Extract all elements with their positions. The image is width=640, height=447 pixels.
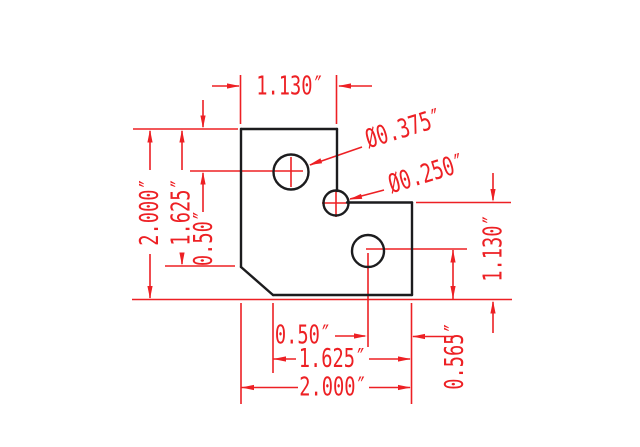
arrowhead-2 xyxy=(147,129,153,143)
hole-small-corner xyxy=(322,189,350,217)
dim-bottom-hole-offset-label: 0.50″ xyxy=(275,321,331,351)
arrowhead-12 xyxy=(450,249,456,263)
dim-overall-height-label: 2.000″ xyxy=(135,178,165,246)
arrowhead-16 xyxy=(273,356,286,362)
arrowhead-9 xyxy=(349,193,363,200)
arrowhead-6 xyxy=(200,115,206,129)
arrowhead-11 xyxy=(490,300,496,314)
arrowhead-13 xyxy=(450,286,456,299)
arrowhead-7 xyxy=(200,171,206,185)
dim-top-width-label: 1.130″ xyxy=(256,72,324,102)
arrowhead-18 xyxy=(241,384,254,391)
arrowhead-15 xyxy=(412,333,425,340)
dim-left-hole-offset-label: 0.50″ xyxy=(189,210,219,266)
part-holes xyxy=(272,153,386,269)
arrowhead-8 xyxy=(309,158,323,165)
dimension-arrowheads xyxy=(147,83,496,391)
arrowhead-5 xyxy=(179,252,185,266)
dim-bottom-chamfer-label: 1.625″ xyxy=(299,344,367,374)
dimension-and-extension-lines xyxy=(132,75,512,404)
dimension-labels: 1.130″2.000″1.625″0.50″Ø0.375″Ø0.250″1.1… xyxy=(135,72,508,403)
hole-large-upper xyxy=(272,153,310,191)
outline-segment-5 xyxy=(239,265,275,297)
arrowhead-14 xyxy=(354,333,367,339)
dim-overall-width-label: 2.000″ xyxy=(299,373,367,403)
arrowhead-0 xyxy=(227,83,240,89)
arrowhead-1 xyxy=(338,83,351,89)
callout-dia-0375-label: Ø0.375″ xyxy=(362,103,446,155)
dim-left-chamfer-label: 1.625″ xyxy=(167,178,197,246)
dim-right-hole-offset-label: 0.565″ xyxy=(440,322,470,390)
arrowhead-10 xyxy=(490,189,496,202)
arrowhead-17 xyxy=(398,356,411,362)
part-outline xyxy=(239,127,414,297)
arrowhead-3 xyxy=(147,286,153,299)
dim-right-height-label: 1.130″ xyxy=(479,214,509,282)
arrowhead-19 xyxy=(398,384,411,391)
arrowhead-4 xyxy=(179,129,185,143)
callout-dia-0250-label: Ø0.250″ xyxy=(385,148,469,200)
hole-large-lower xyxy=(350,233,386,269)
